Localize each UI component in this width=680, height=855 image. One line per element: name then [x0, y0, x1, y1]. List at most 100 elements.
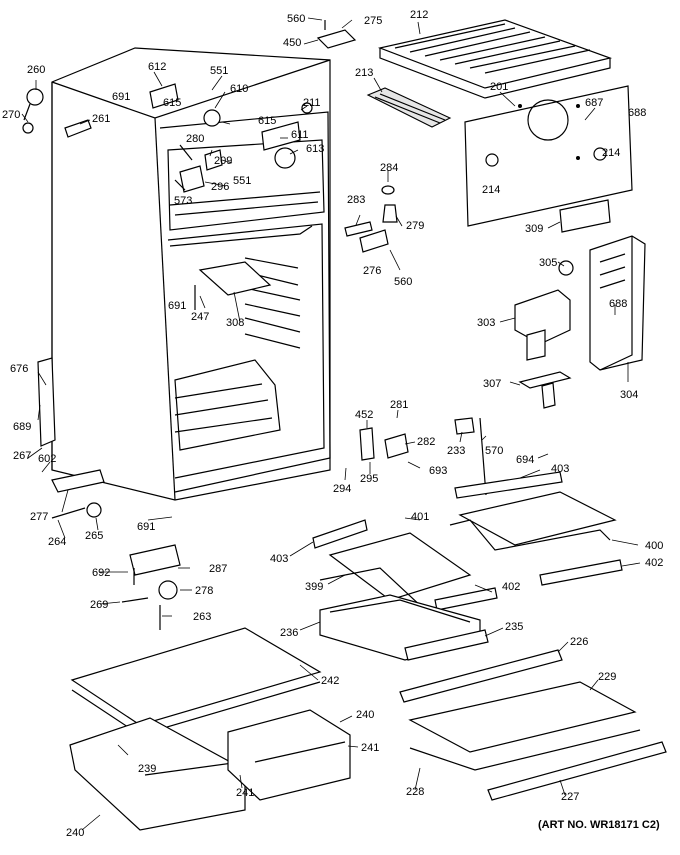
callout-610: 610	[230, 83, 248, 95]
rail-403-upper	[454, 471, 563, 499]
callout-276: 276	[363, 265, 381, 277]
leader-lines	[21, 17, 641, 831]
callout-213: 213	[355, 67, 373, 79]
glass-shelf-229	[408, 681, 641, 771]
callout-688: 688	[609, 298, 627, 310]
fresh-food-compartment	[167, 223, 325, 479]
callout-570: 570	[485, 445, 503, 457]
drawer-236	[319, 594, 489, 661]
callout-280: 280	[186, 133, 204, 145]
crisper-drawer-240	[69, 717, 246, 831]
callout-307: 307	[483, 378, 501, 390]
callout-551: 551	[210, 65, 228, 77]
knob-305	[558, 260, 574, 276]
callout-402: 402	[502, 581, 520, 593]
callout-401: 401	[411, 511, 429, 523]
shelf-400	[449, 491, 617, 551]
callout-687: 687	[585, 97, 603, 109]
callout-676: 676	[10, 363, 28, 375]
callout-688: 688	[628, 107, 646, 119]
callout-277: 277	[30, 511, 48, 523]
damper-control-303	[514, 289, 571, 361]
callout-265: 265	[85, 530, 103, 542]
part-287	[129, 544, 181, 576]
callout-260: 260	[27, 64, 45, 76]
axle-264	[51, 507, 86, 519]
callout-283: 283	[347, 194, 365, 206]
callout-229: 229	[598, 671, 616, 683]
callout-247: 247	[191, 311, 209, 323]
air-duct-304	[589, 235, 646, 371]
callout-403: 403	[270, 553, 288, 565]
callout-214: 214	[602, 147, 620, 159]
callout-233: 233	[447, 445, 465, 457]
thermostat-279	[381, 185, 398, 223]
callout-573: 573	[174, 195, 192, 207]
hinge-260	[22, 88, 44, 134]
callout-287: 287	[209, 563, 227, 575]
callout-279: 279	[406, 220, 424, 232]
callout-613: 613	[306, 143, 324, 155]
callout-242: 242	[321, 675, 339, 687]
callout-226: 226	[570, 636, 588, 648]
bracket-282	[384, 433, 409, 459]
callout-295: 295	[360, 473, 378, 485]
callout-270: 270	[2, 109, 20, 121]
callout-241: 241	[236, 787, 254, 799]
callout-694: 694	[516, 454, 534, 466]
callout-267: 267	[13, 450, 31, 462]
hinge-pin-261	[64, 119, 92, 138]
callout-labels: 560 275 212 450 260 612 551 213 201 687 …	[2, 9, 663, 839]
freezer-controls	[149, 83, 313, 193]
callout-281: 281	[390, 399, 408, 411]
flange-275	[316, 29, 357, 49]
callout-275: 275	[364, 15, 382, 27]
part-233	[454, 417, 475, 435]
callout-235: 235	[505, 621, 523, 633]
callout-264: 264	[48, 536, 66, 548]
roller-265	[86, 502, 102, 518]
callout-261: 261	[92, 113, 110, 125]
callout-560: 560	[287, 13, 305, 25]
callout-201: 201	[490, 81, 508, 93]
callout-284: 284	[380, 162, 398, 174]
callout-241: 241	[361, 742, 379, 754]
callout-269: 269	[90, 599, 108, 611]
bracket-452	[359, 427, 375, 461]
callout-560: 560	[394, 276, 412, 288]
freezer-floor	[169, 191, 321, 216]
crisper-drawer-241	[227, 709, 351, 801]
callout-602: 602	[38, 453, 56, 465]
callout-692: 692	[92, 567, 110, 579]
ice-tray-213	[366, 87, 452, 128]
callout-612: 612	[148, 61, 166, 73]
callout-263: 263	[193, 611, 211, 623]
crisper-ribs	[174, 383, 273, 433]
callout-450: 450	[283, 37, 301, 49]
callout-239: 239	[138, 763, 156, 775]
callout-551: 551	[233, 175, 251, 187]
callout-294: 294	[333, 483, 351, 495]
hinge-267	[37, 357, 56, 447]
callout-403: 403	[551, 463, 569, 475]
part-307	[518, 371, 572, 409]
freezer-shelf-212	[377, 19, 613, 99]
callout-452: 452	[355, 409, 373, 421]
callout-240: 240	[66, 827, 84, 839]
evaporator-cover-201	[464, 85, 633, 227]
bracket-283	[344, 221, 373, 237]
callout-305: 305	[539, 257, 557, 269]
callout-212: 212	[410, 9, 428, 21]
part-309	[559, 199, 611, 233]
cabinet-front-corner	[154, 117, 176, 501]
callout-691: 691	[112, 91, 130, 103]
shelf-308	[198, 261, 272, 296]
callout-211: 211	[303, 97, 321, 109]
callout-615: 615	[258, 115, 276, 127]
cabinet-inner-opening	[159, 111, 331, 493]
callout-214: 214	[482, 184, 500, 196]
callout-693: 693	[429, 465, 447, 477]
shelf-rails	[244, 257, 301, 349]
